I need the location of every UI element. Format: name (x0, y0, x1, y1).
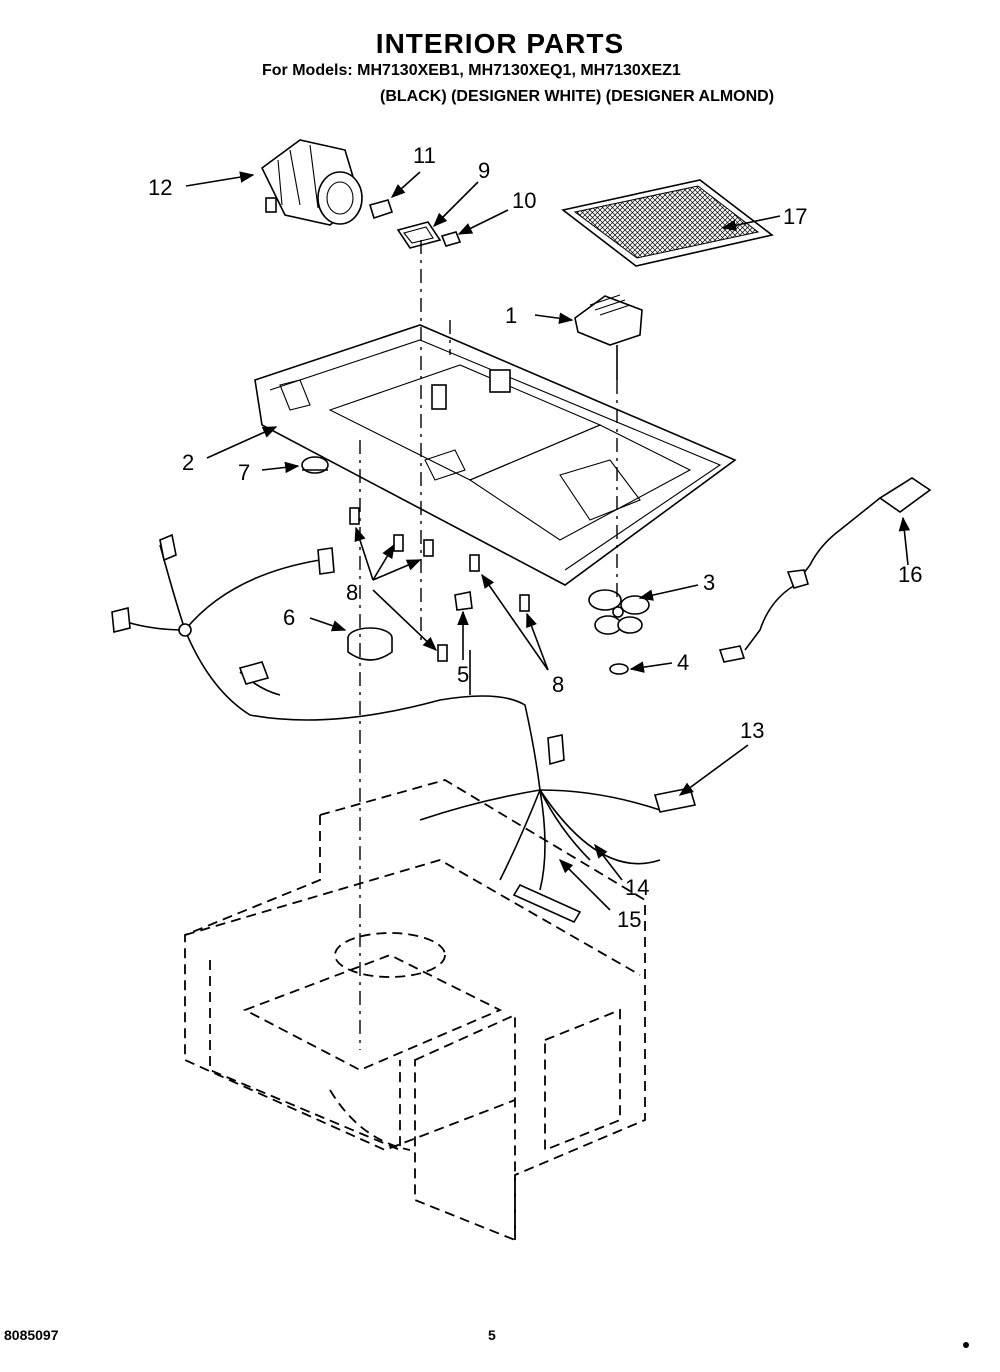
assembly-lines (359, 240, 618, 1050)
switch-part (396, 221, 442, 249)
callout-3: 3 (703, 570, 715, 595)
thermal-cutout-part (301, 456, 329, 474)
color-variants-line: (BLACK) (DESIGNER WHITE) (DESIGNER ALMON… (380, 88, 775, 105)
callout-2: 2 (182, 450, 194, 475)
base-plate-part (254, 324, 737, 586)
callout-4: 4 (677, 650, 689, 675)
callout-15: 15 (617, 907, 641, 932)
capacitor-part (347, 627, 393, 661)
callout-13: 13 (740, 718, 764, 743)
callout-numbers: 12 11 9 10 17 1 2 7 3 4 16 6 8 5 8 13 14… (148, 143, 922, 932)
callout-14: 14 (625, 875, 649, 900)
fan-blade-part (588, 589, 650, 635)
terminal-part (454, 591, 473, 611)
callout-8-right: 8 (552, 672, 564, 697)
cabinet-outline (184, 779, 646, 1242)
page-number: 5 (488, 1327, 496, 1343)
callout-11: 11 (413, 143, 436, 168)
grease-filter-part (561, 179, 774, 267)
callout-10: 10 (512, 188, 536, 213)
callout-16: 16 (898, 562, 922, 587)
callout-1: 1 (505, 303, 517, 328)
control-module-part (574, 294, 643, 380)
callout-7: 7 (238, 460, 250, 485)
corner-mark (963, 1342, 969, 1348)
callout-17: 17 (783, 204, 807, 229)
washer-part (609, 663, 629, 675)
callout-5: 5 (457, 662, 469, 687)
blower-housing-part (260, 139, 363, 226)
models-line: For Models: MH7130XEB1, MH7130XEQ1, MH71… (262, 62, 681, 79)
callout-8-left: 8 (346, 580, 358, 605)
callout-leaders (185, 171, 911, 911)
power-cord-part (718, 477, 932, 663)
cylinder-part (368, 199, 394, 220)
callout-12: 12 (148, 175, 172, 200)
document-number: 8085097 (4, 1327, 59, 1343)
terminal-clips-part (349, 507, 530, 662)
clip-part (440, 231, 462, 247)
page-title: INTERIOR PARTS (375, 28, 625, 59)
callout-6: 6 (283, 605, 295, 630)
callout-9: 9 (478, 158, 490, 183)
